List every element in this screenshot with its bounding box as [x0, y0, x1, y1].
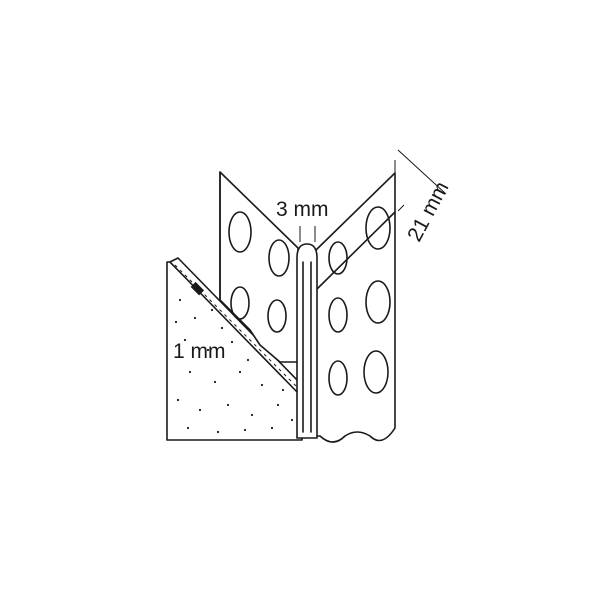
right-wing — [315, 172, 396, 443]
bead-nose — [296, 243, 318, 439]
plaster-dots — [174, 298, 294, 434]
nose-width-label: 3 mm — [276, 198, 329, 221]
strip-marker — [190, 281, 205, 296]
wing-length-label: 21 mm — [403, 178, 453, 245]
nose-width-dimension — [299, 226, 316, 242]
plaster-thickness-label: 1 mm — [173, 340, 226, 363]
wing-length-dimension — [394, 149, 447, 212]
